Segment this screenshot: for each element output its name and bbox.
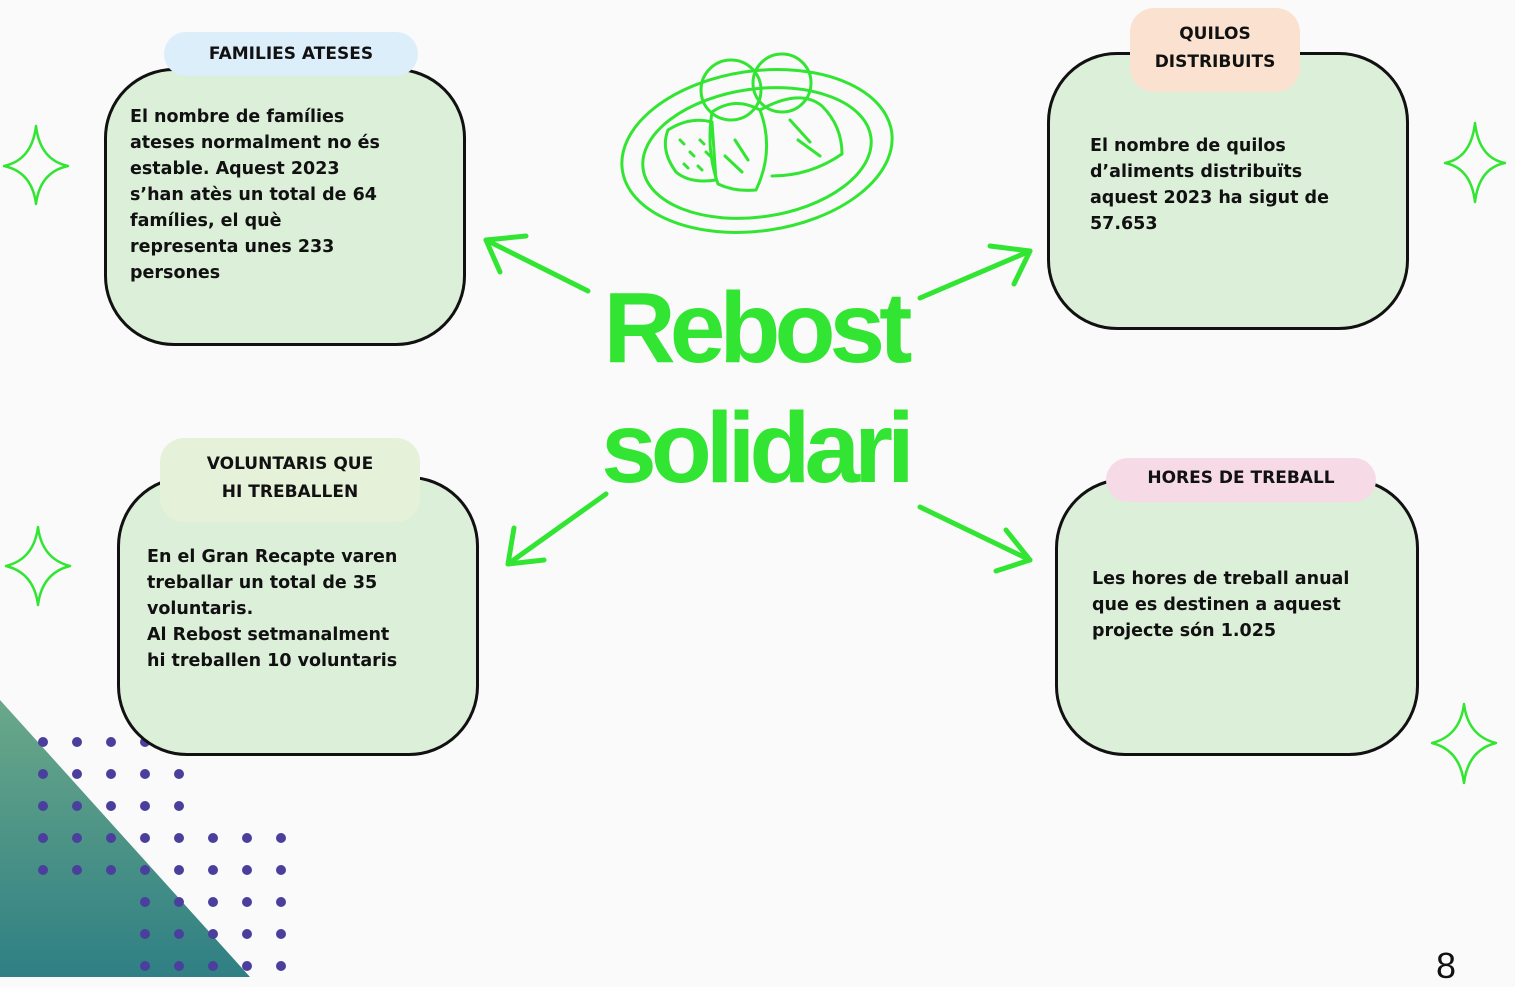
arrow-icon	[917, 243, 1033, 301]
dot	[174, 769, 184, 779]
dot	[140, 801, 150, 811]
tag-voluntaris: VOLUNTARIS QUE HI TREBALLEN	[160, 438, 420, 522]
dot	[276, 961, 286, 971]
dot	[106, 865, 116, 875]
dot	[242, 961, 252, 971]
dot	[208, 833, 218, 843]
page-number: 8	[1436, 945, 1457, 986]
title-line1: Rebost	[603, 272, 913, 384]
dot	[242, 929, 252, 939]
text-hores: Les hores de treball anual que es destin…	[1092, 569, 1350, 641]
dot	[38, 769, 48, 779]
dot	[242, 865, 252, 875]
dot	[72, 833, 82, 843]
tag-quilos: QUILOS DISTRIBUITS	[1130, 8, 1300, 92]
dot	[72, 865, 82, 875]
sparkle-icon	[1443, 121, 1507, 204]
dot	[72, 801, 82, 811]
corner-triangle	[0, 700, 250, 977]
dot	[242, 833, 252, 843]
dot	[276, 897, 286, 907]
dot	[106, 769, 116, 779]
dot	[140, 833, 150, 843]
sparkle-icon	[4, 525, 72, 607]
sparkle-icon	[2, 124, 70, 206]
dot	[140, 961, 150, 971]
dot	[276, 865, 286, 875]
arrow-icon	[917, 504, 1033, 574]
card-families	[104, 68, 466, 346]
dot	[140, 897, 150, 907]
dot	[208, 929, 218, 939]
arrow-icon	[505, 491, 609, 567]
dot	[174, 801, 184, 811]
dot	[174, 897, 184, 907]
card-hores	[1055, 478, 1419, 756]
dot	[242, 897, 252, 907]
title-line2: solidari	[601, 392, 915, 504]
tag-hores: HORES DE TREBALL	[1106, 458, 1376, 502]
dot	[38, 801, 48, 811]
dot	[276, 929, 286, 939]
card-quilos	[1047, 52, 1409, 330]
dot	[38, 865, 48, 875]
dot	[106, 801, 116, 811]
dot	[174, 833, 184, 843]
dot	[106, 833, 116, 843]
dot	[208, 865, 218, 875]
text-quilos: El nombre de quilos d’aliments distribuï…	[1090, 136, 1329, 234]
dot	[106, 737, 116, 747]
dot	[38, 737, 48, 747]
food-plate-icon	[620, 52, 894, 234]
dot	[38, 833, 48, 843]
sparkle-icon	[1430, 702, 1498, 785]
arrow-icon	[483, 233, 591, 294]
dot	[276, 833, 286, 843]
dot	[174, 865, 184, 875]
dot	[208, 897, 218, 907]
text-families: El nombre de famílies ateses normalment …	[130, 107, 380, 283]
dot-pattern	[38, 737, 286, 971]
dot	[72, 769, 82, 779]
dot	[140, 865, 150, 875]
dot	[72, 737, 82, 747]
dot	[174, 961, 184, 971]
text-voluntaris: En el Gran Recapte varen treballar un to…	[147, 547, 398, 671]
dot	[208, 961, 218, 971]
dot	[174, 929, 184, 939]
card-voluntaris	[117, 476, 479, 756]
dot	[140, 769, 150, 779]
dot	[140, 929, 150, 939]
tag-families: FAMILIES ATESES	[164, 32, 418, 76]
